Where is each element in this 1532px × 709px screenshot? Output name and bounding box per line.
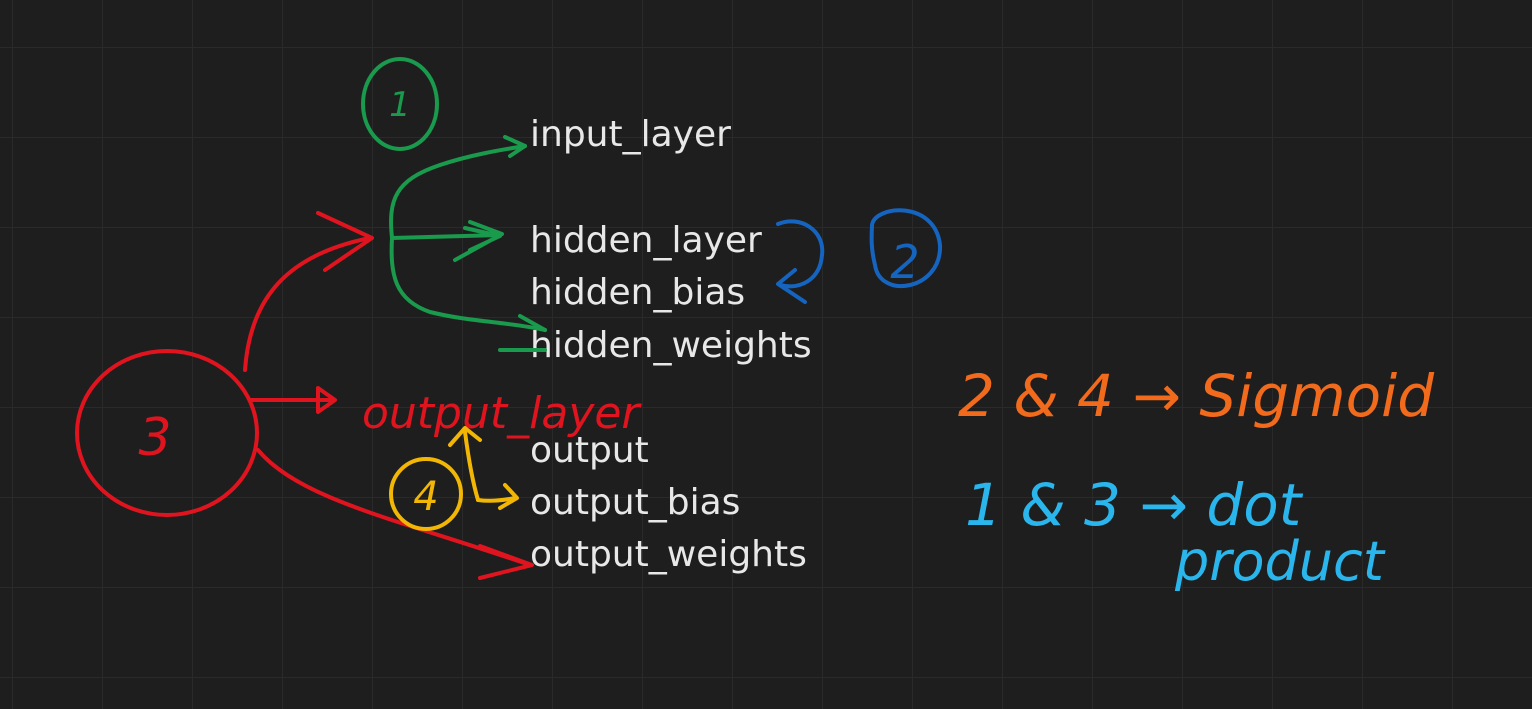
label-output: output bbox=[530, 430, 649, 471]
note-sigmoid: 2 & 4 → Sigmoid bbox=[958, 362, 1435, 430]
red-arrowhead-middle bbox=[316, 386, 337, 414]
group-4-number: 4 bbox=[413, 474, 438, 520]
green-branch-bottom bbox=[389, 236, 547, 332]
red-branch-top bbox=[243, 236, 372, 372]
group-4-annotation: 4 bbox=[389, 426, 519, 531]
green-arrowhead-top bbox=[503, 135, 527, 158]
group-2-annotation: 2 bbox=[776, 208, 943, 304]
label-output-bias: output_bias bbox=[530, 482, 740, 523]
group-1-annotation: 1 bbox=[361, 57, 547, 352]
yellow-arrow-up bbox=[463, 430, 480, 502]
group-4-circle bbox=[389, 457, 463, 531]
group-3-circle bbox=[75, 349, 259, 517]
label-hidden-weights: hidden_weights bbox=[530, 325, 812, 366]
group-3-annotation: 3 output_layer bbox=[75, 211, 642, 580]
green-arrowhead-middle bbox=[453, 220, 504, 262]
output-layer-handwritten-label: output_layer bbox=[362, 388, 642, 439]
group-1-circle bbox=[361, 57, 439, 151]
green-branch-top bbox=[389, 144, 527, 240]
red-arrowhead-top bbox=[316, 211, 374, 272]
label-input-layer: input_layer bbox=[530, 114, 731, 155]
group-2-circle bbox=[869, 208, 943, 289]
label-output-weights: output_weights bbox=[530, 534, 807, 575]
yellow-arrowhead-right bbox=[498, 483, 519, 510]
group-1-number: 1 bbox=[389, 85, 411, 125]
green-branch-middle bbox=[390, 233, 502, 240]
group-3-number: 3 bbox=[138, 408, 171, 468]
yellow-arrowhead-up bbox=[448, 426, 482, 447]
note-dot-product-line1: 1 & 3 → dot bbox=[965, 471, 1304, 539]
blue-loop-arrow bbox=[776, 219, 825, 289]
note-dot-product-line2: product bbox=[1174, 530, 1386, 593]
label-hidden-layer: hidden_layer bbox=[530, 220, 762, 261]
red-branch-bottom bbox=[256, 448, 532, 567]
blue-arrowhead bbox=[776, 268, 807, 304]
red-arrowhead-bottom bbox=[478, 544, 534, 580]
green-arrowhead-bottom bbox=[498, 314, 547, 352]
label-hidden-bias: hidden_bias bbox=[530, 272, 745, 313]
group-2-number: 2 bbox=[890, 235, 919, 289]
